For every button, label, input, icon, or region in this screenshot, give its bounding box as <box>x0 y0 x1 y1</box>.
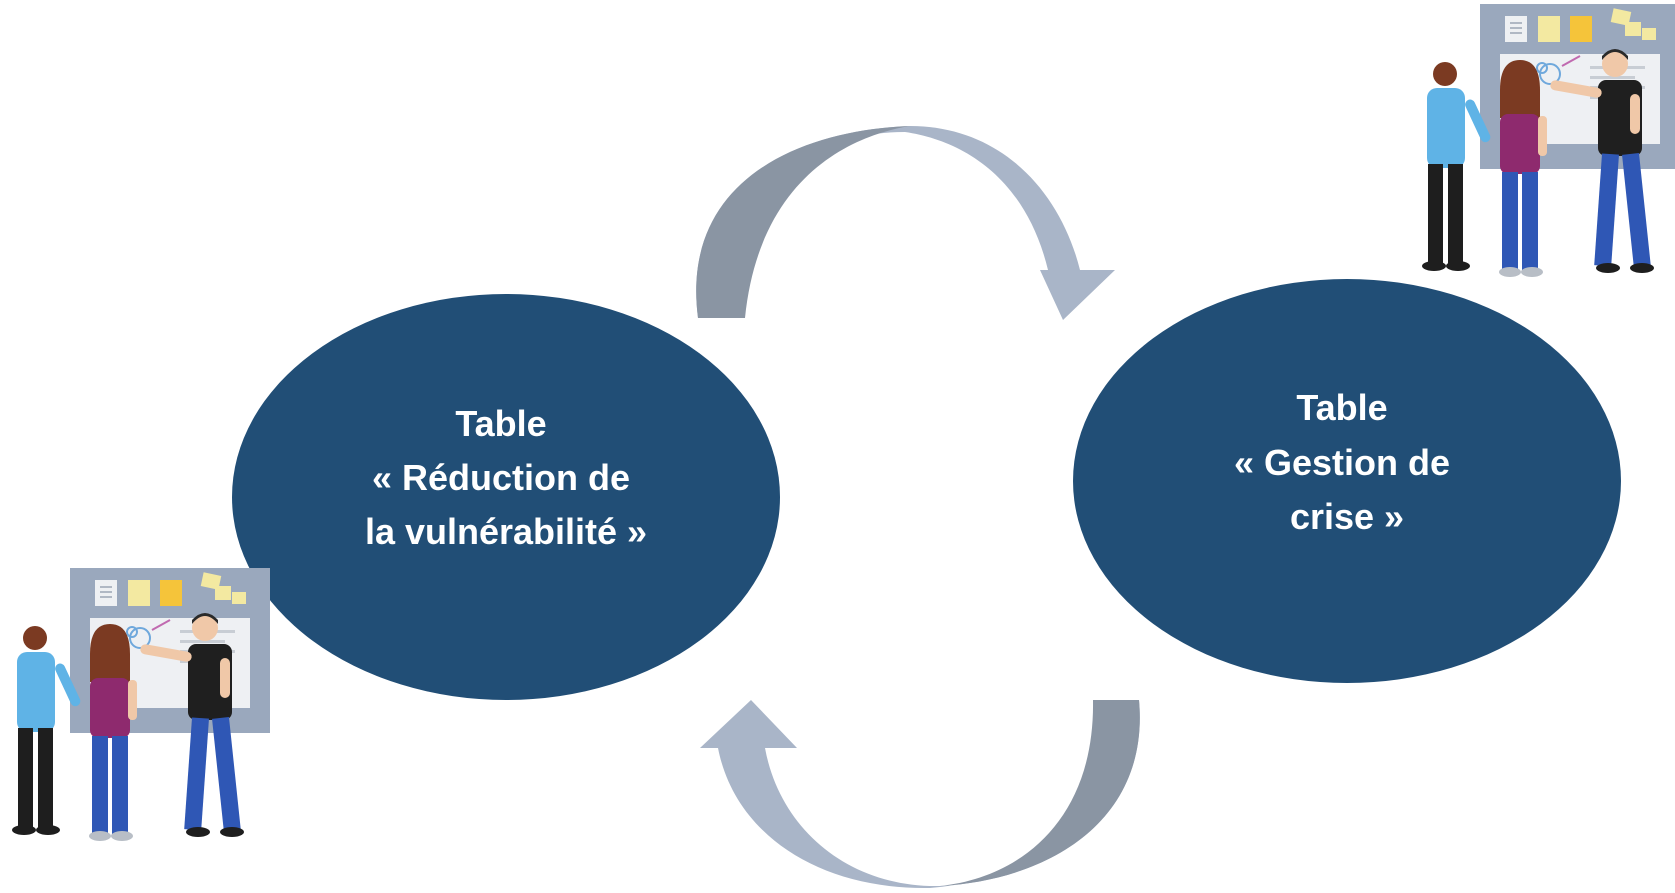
node-label: Table « Réduction de la vulnérabilité » <box>365 403 647 552</box>
node-label-line: « Réduction de <box>372 457 630 498</box>
node-gestion-de-crise: Table « Gestion de crise » <box>1073 279 1621 683</box>
cycle-arrow-icon <box>700 700 1140 889</box>
node-label-line: crise » <box>1290 496 1404 537</box>
node-ellipse <box>232 294 780 700</box>
node-label-line: la vulnérabilité » <box>365 511 647 552</box>
cycle-arrow-icon <box>696 126 1115 320</box>
team-whiteboard-icon <box>11 567 271 842</box>
node-label-line: « Gestion de <box>1234 442 1450 483</box>
node-label: Table « Gestion de crise » <box>1234 387 1460 537</box>
node-label-line: Table <box>455 403 546 444</box>
node-reduction-vulnerabilite: Table « Réduction de la vulnérabilité » <box>232 294 780 700</box>
team-whiteboard-icon <box>1421 3 1675 278</box>
node-label-line: Table <box>1296 387 1387 428</box>
node-ellipse <box>1073 279 1621 683</box>
